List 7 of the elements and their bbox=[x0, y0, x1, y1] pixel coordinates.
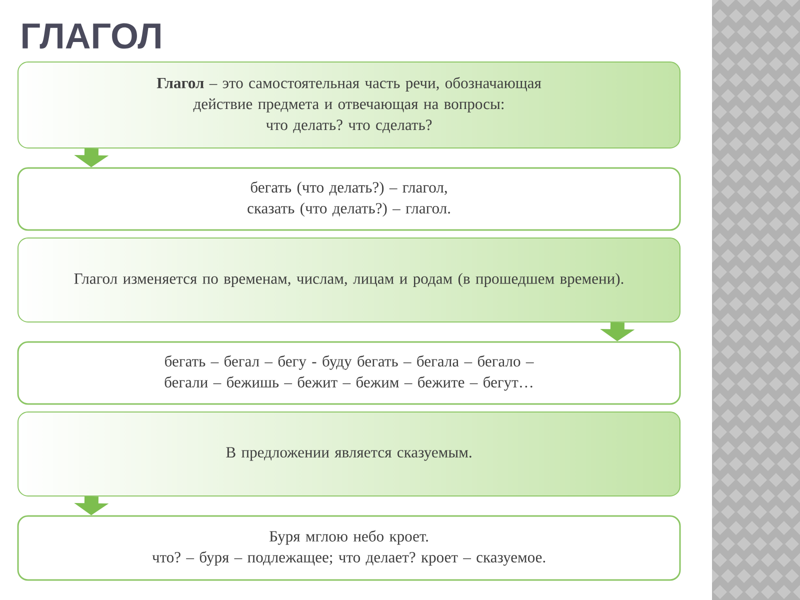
definition-box: В предложении является сказуемым. bbox=[18, 412, 680, 496]
example-box: Буря мглою небо кроет. что? – буря – подлежащее; что делает? кроет – сказуемое. bbox=[17, 515, 681, 581]
example-box: бегать (что делать?) – глагол, сказать (что делать?) – глагол. bbox=[17, 167, 681, 231]
slide-title: ГЛАГОЛ bbox=[22, 23, 160, 49]
example-box: бегать – бегал – бегу - буду бегать – бегала – бегало – бегали – бежишь – бежит – бежим – бежите – бегут… bbox=[17, 341, 681, 405]
definition-box: Глагол изменяется по временам, числам, лицам и родам (в прошедшем времени). bbox=[18, 238, 680, 322]
definition-box: Глагол – это самостоятельная часть речи, обозначающая действие предмета и отвечающая на вопросы: что делать? что сделать? bbox=[18, 62, 680, 148]
